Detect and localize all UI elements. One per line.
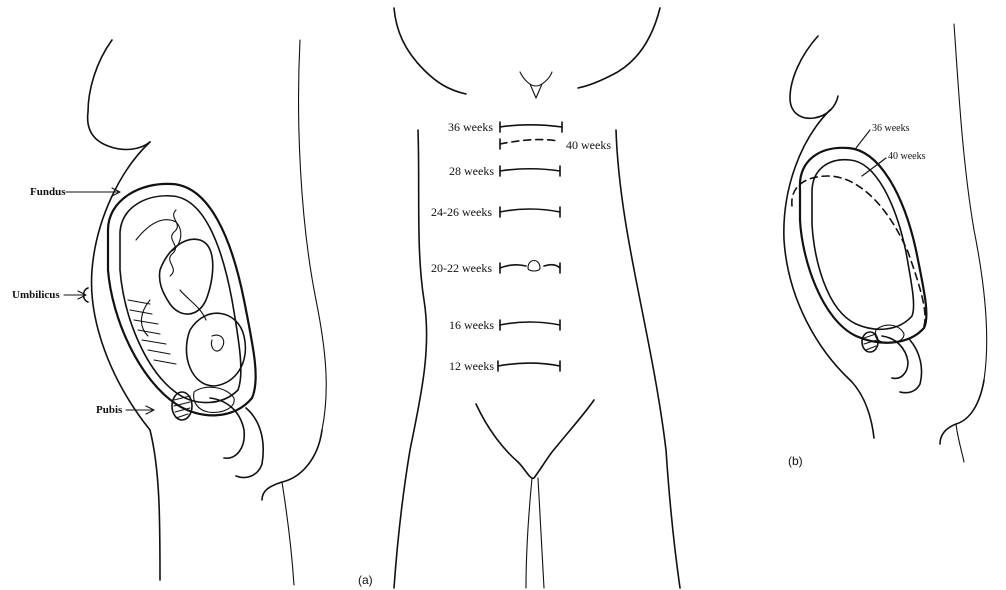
marker-20-22-weeks <box>500 265 560 268</box>
fetus-body <box>159 239 212 314</box>
breast-outline <box>88 40 150 149</box>
inner-leg-right <box>538 478 544 588</box>
torso-left-side <box>394 130 427 588</box>
torso-right-side <box>616 130 680 588</box>
pelvic-organs-b <box>882 336 922 393</box>
fetus-arm <box>180 290 206 320</box>
navel-icon <box>528 261 540 272</box>
uterus-36-weeks <box>800 148 927 343</box>
label-12-weeks: 12 weeks <box>449 359 494 373</box>
back-line-b <box>954 24 987 380</box>
label-b-40-weeks: 40 weeks <box>888 151 926 162</box>
groin-outline <box>476 400 594 478</box>
fundal-height-markers <box>498 122 562 371</box>
front-view-torso: 36 weeks 40 weeks 28 weeks 24-26 weeks 2… <box>358 8 680 588</box>
right-shoulder-outline <box>578 8 660 88</box>
marker-40-weeks <box>500 140 558 144</box>
thigh-line <box>282 482 294 585</box>
pointer-36-weeks <box>856 130 870 148</box>
chest-center-notch <box>520 72 552 86</box>
leg-b <box>956 424 964 462</box>
label-28-weeks: 28 weeks <box>449 164 494 178</box>
label-40-weeks: 40 weeks <box>566 138 611 152</box>
marker-28-weeks <box>500 169 560 171</box>
label-16-weeks: 16 weeks <box>449 318 494 332</box>
abdomen-front-outline <box>92 142 160 580</box>
marker-24-26-weeks <box>500 209 560 212</box>
caption-a: (a) <box>358 573 373 587</box>
uterus-outer-wall <box>108 184 256 415</box>
label-24-26-weeks: 24-26 weeks <box>431 205 492 219</box>
breast-outline-b <box>790 36 838 118</box>
bladder-outline <box>194 387 235 412</box>
label-b-36-weeks: 36 weeks <box>872 123 910 134</box>
pubis-label: Pubis <box>96 404 123 416</box>
marker-36-weeks <box>500 125 562 127</box>
uterus-inner-b <box>812 160 914 330</box>
fetus-ear <box>211 335 223 351</box>
marker-16-weeks <box>500 322 560 325</box>
side-view-comparison: 36 weeks 40 weeks (b) <box>784 24 987 468</box>
caption-b: (b) <box>788 454 803 468</box>
left-shoulder-outline <box>394 8 466 94</box>
umbilicus-label: Umbilicus <box>12 289 60 301</box>
marker-28-weeks-ends <box>500 166 560 176</box>
fundus-label: Fundus <box>30 186 66 198</box>
inner-leg-left <box>526 478 532 588</box>
marker-36-weeks-ends <box>500 122 562 132</box>
label-36-weeks: 36 weeks <box>448 120 493 134</box>
marker-12-weeks <box>498 363 560 366</box>
uterus-inner-wall <box>120 196 241 403</box>
label-20-22-weeks: 20-22 weeks <box>431 261 492 275</box>
belly-front-b <box>784 110 874 438</box>
torso-back-line <box>299 40 327 430</box>
fetus-legs <box>136 220 181 336</box>
buttock-outline <box>262 430 322 500</box>
buttock-b <box>940 380 984 444</box>
side-view-pregnant-body: Fundus Umbilicus Pubis <box>12 40 326 585</box>
